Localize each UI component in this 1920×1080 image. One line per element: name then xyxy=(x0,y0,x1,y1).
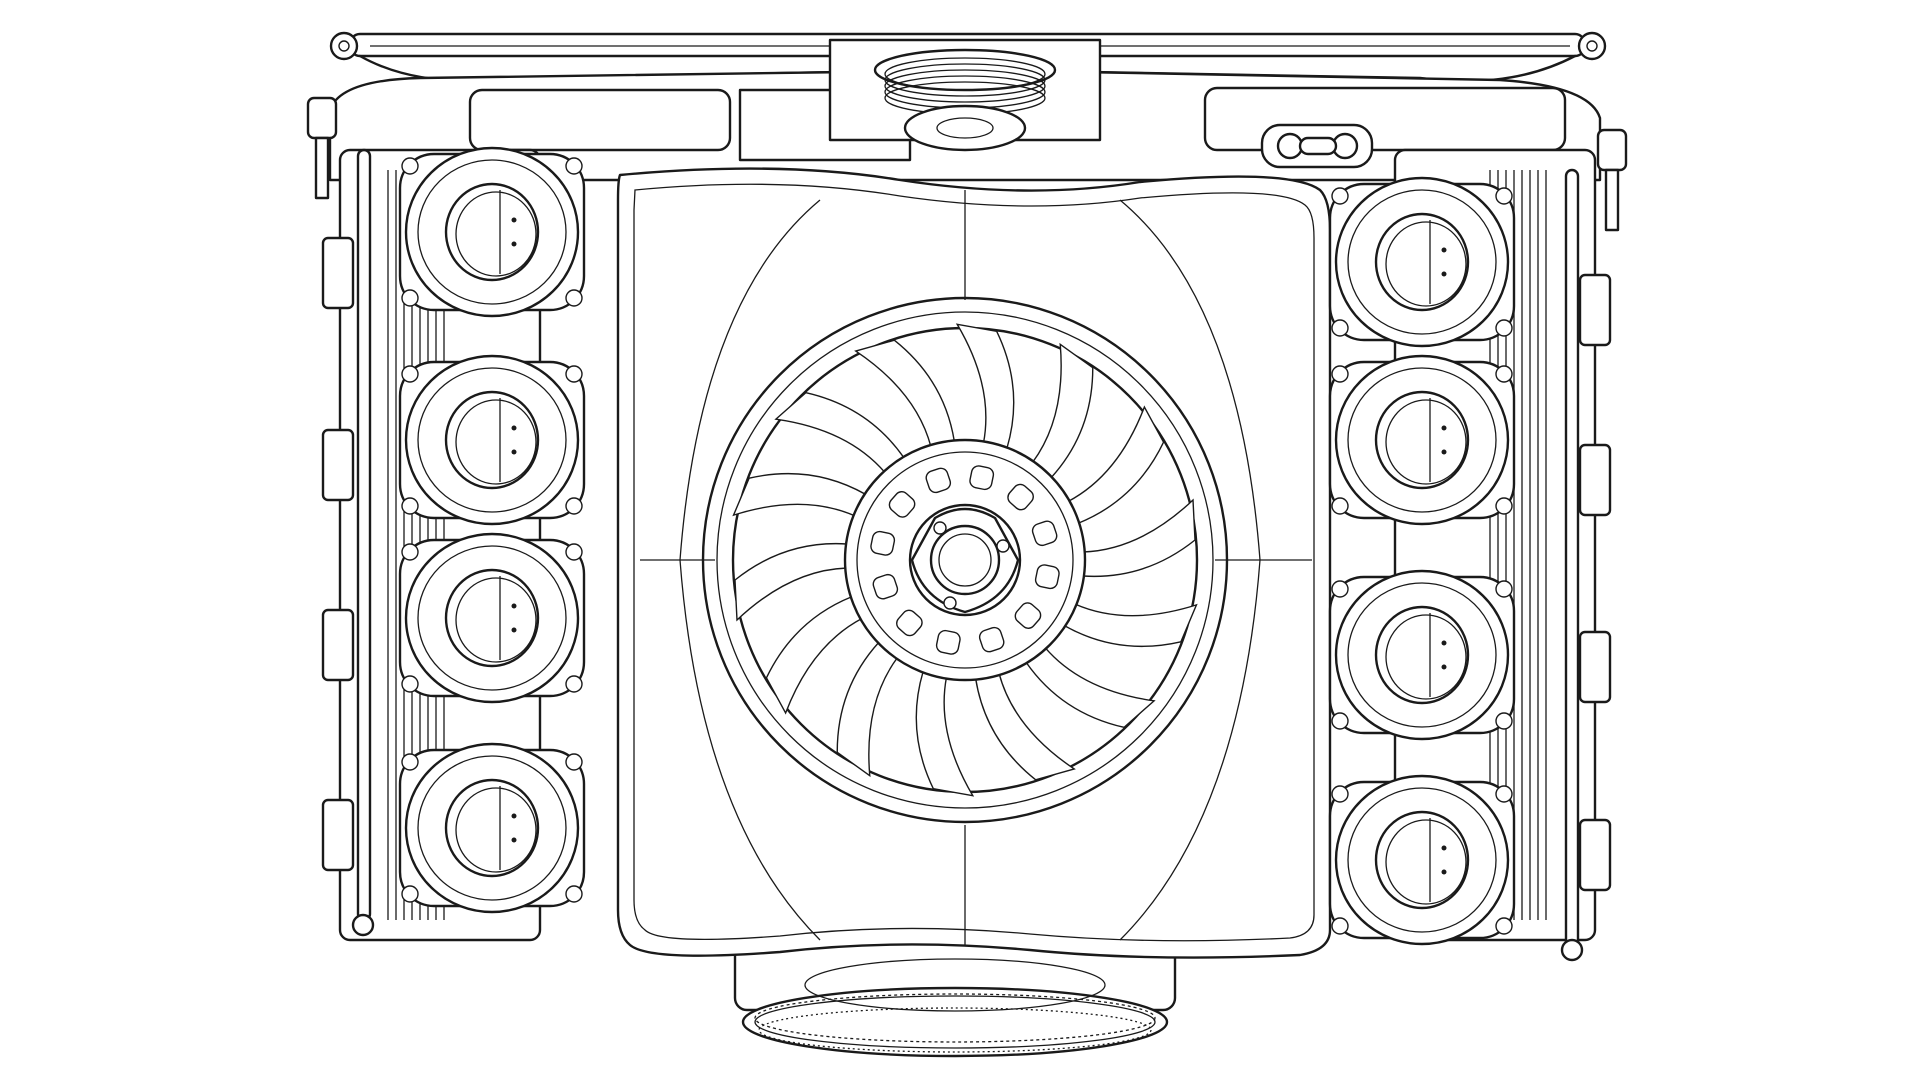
hub-slot xyxy=(1034,564,1060,590)
hub-slot xyxy=(925,467,952,494)
hub-slot xyxy=(1014,602,1042,629)
fan-blade xyxy=(734,542,848,622)
top-pulley xyxy=(828,38,1102,152)
right-cylinder-head xyxy=(1393,128,1628,962)
hub-slot xyxy=(896,609,923,637)
fan-blade xyxy=(774,391,905,474)
throttle-linkage xyxy=(1260,123,1374,169)
velocity-stack xyxy=(398,354,586,526)
velocity-stack xyxy=(398,742,586,914)
fan-blade xyxy=(836,641,899,778)
hub-slot xyxy=(888,491,916,518)
fan-blade xyxy=(974,672,1076,781)
hub-slot xyxy=(969,465,995,491)
fan-blades xyxy=(732,323,1198,797)
velocity-stack xyxy=(1328,774,1516,946)
velocity-stack xyxy=(1328,176,1516,348)
velocity-stack xyxy=(1328,569,1516,741)
fan-blade xyxy=(955,323,1015,450)
right-fuel-rail xyxy=(1564,168,1580,952)
left-intake-stacks xyxy=(398,146,586,914)
fan-hub xyxy=(843,438,1087,682)
hub-slot xyxy=(1007,483,1034,511)
fan-blade xyxy=(1066,405,1165,525)
fan-blade xyxy=(765,595,864,715)
fan-blade xyxy=(1031,342,1094,479)
fan-blade xyxy=(1063,603,1198,648)
flywheel xyxy=(733,938,1177,1058)
left-fuel-rail xyxy=(356,148,372,922)
fan-blade xyxy=(732,472,867,517)
right-intake-stacks xyxy=(1328,176,1516,946)
hub-slot xyxy=(978,626,1005,653)
velocity-stack xyxy=(398,532,586,704)
hub-slot xyxy=(1031,520,1058,547)
fan-blade xyxy=(854,339,956,448)
velocity-stack xyxy=(398,146,586,318)
fan-blade xyxy=(915,670,975,797)
hub-slot xyxy=(872,573,899,600)
velocity-stack xyxy=(1328,354,1516,526)
hub-slot xyxy=(870,530,896,556)
fan-blade xyxy=(1082,498,1196,578)
hub-slots xyxy=(870,465,1060,655)
hub-slot xyxy=(935,629,961,655)
fan-blade xyxy=(1025,646,1156,729)
